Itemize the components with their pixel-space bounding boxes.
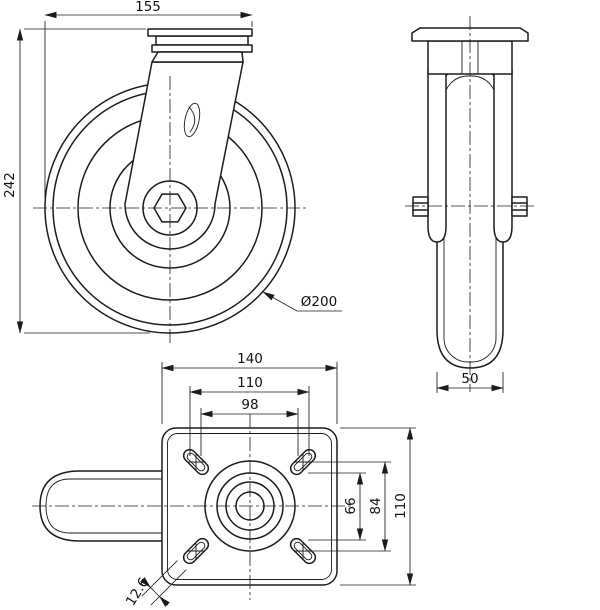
dim-84-label: 84 <box>368 497 384 514</box>
plate-centerlines <box>32 414 352 600</box>
swivel-race <box>151 44 253 53</box>
plate-view: 140 110 98 66 84 <box>32 351 416 609</box>
fork-leg-left <box>427 69 447 243</box>
dimension-wheel-diameter: Ø200 <box>262 291 342 312</box>
dim-diameter-label: Ø200 <box>301 294 337 310</box>
dim-12-6-label: 12.6 <box>123 575 152 609</box>
bolt-slot-top-right <box>289 448 317 476</box>
swivel-head <box>155 35 249 46</box>
dimension-total-height: 242 <box>2 28 150 334</box>
brand-logo <box>183 102 201 138</box>
dim-140-label: 140 <box>237 351 263 367</box>
dimension-bolt-pitch-a: 110 <box>189 375 310 456</box>
dim-155-label: 155 <box>135 0 161 15</box>
dim-66-label: 66 <box>343 497 359 514</box>
dim-110v-label: 110 <box>393 493 409 519</box>
front-view: 50 <box>405 16 535 393</box>
mounting-plate-inner <box>167 433 332 580</box>
top-plate-side <box>147 28 253 37</box>
dimension-bolt-pitch-b: 98 <box>200 397 299 456</box>
bolt-slot-bottom-right <box>289 537 317 565</box>
mounting-plate <box>161 427 338 586</box>
dimension-plate-length: 140 <box>161 351 338 424</box>
dimension-plate-width: 110 <box>340 427 416 586</box>
dimension-wheel-width: 50 <box>436 371 504 393</box>
dimension-bolt-pitch-c: 66 <box>308 472 366 541</box>
axle-nut-right <box>511 196 528 217</box>
dimension-bolt-pitch-d: 84 <box>308 461 391 552</box>
kingpin-boss <box>204 460 296 552</box>
dimension-offset-width: 155 <box>44 0 253 198</box>
dim-110h-label: 110 <box>237 375 263 391</box>
slot-center-marks <box>187 453 312 560</box>
front-centerlines <box>405 16 535 392</box>
bolt-slot-bottom-left <box>182 537 210 565</box>
side-view: 155 242 Ø200 <box>2 0 342 346</box>
axle-nut-left <box>412 196 429 217</box>
dim-50-label: 50 <box>461 371 478 387</box>
dim-242-label: 242 <box>2 172 18 198</box>
fork-neck <box>151 51 244 63</box>
side-centerlines <box>33 76 308 346</box>
dim-98-label: 98 <box>241 397 258 413</box>
bolt-slot-top-left <box>182 448 210 476</box>
fork-leg-right <box>493 69 513 243</box>
